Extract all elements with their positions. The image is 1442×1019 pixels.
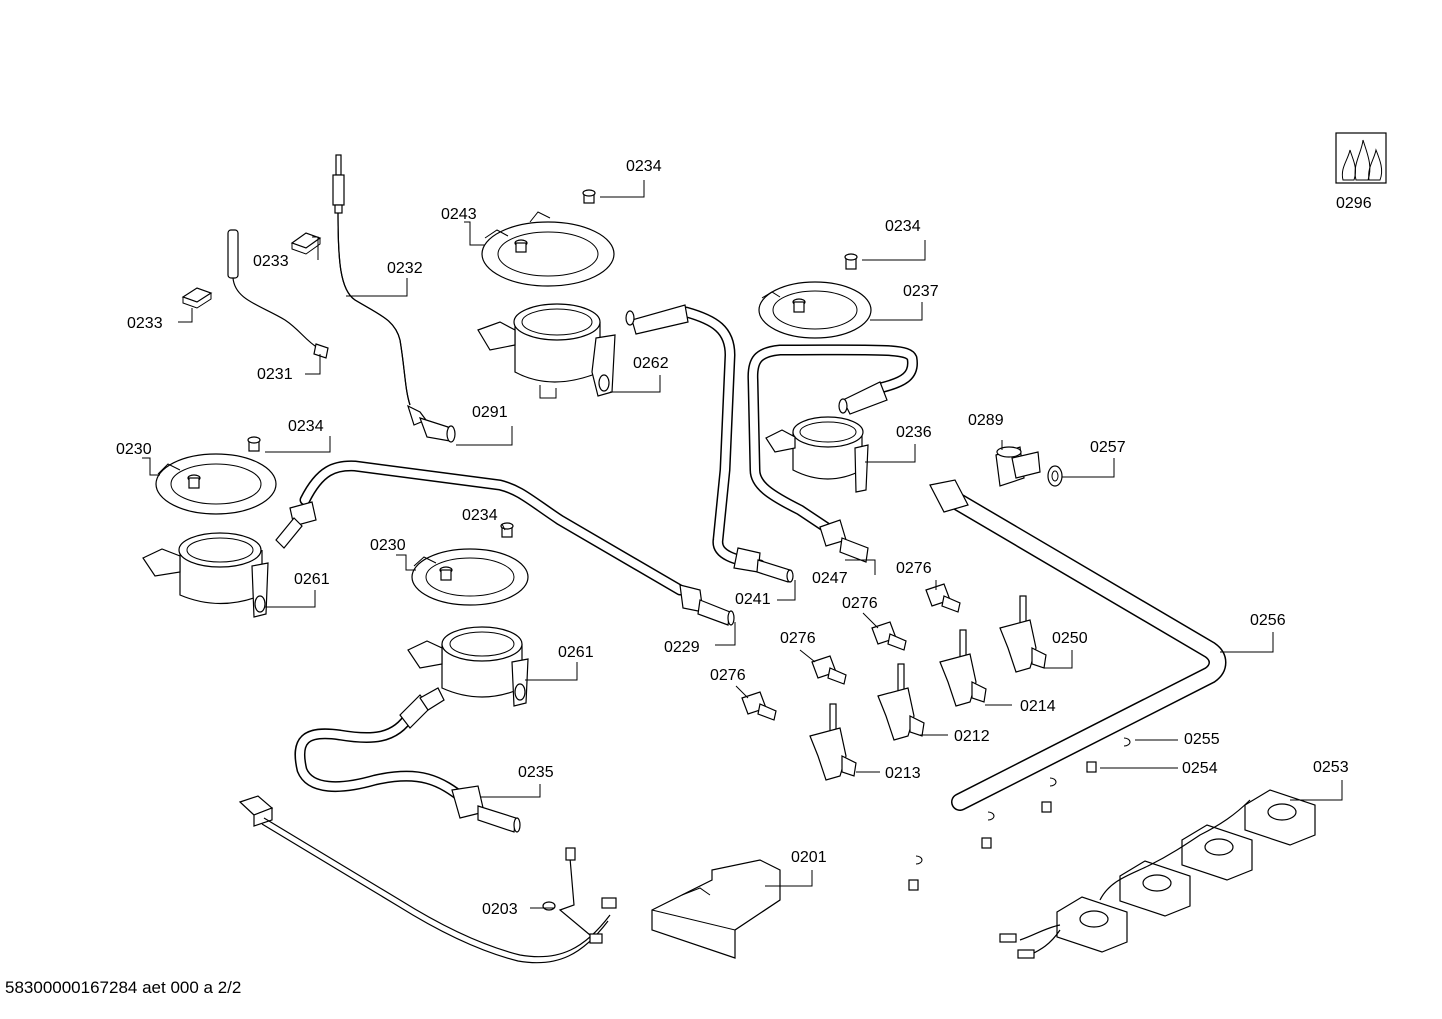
screw-0230-b <box>439 566 453 581</box>
label-0276-d: 0276 <box>710 667 746 684</box>
label-0230-a: 0230 <box>116 441 152 458</box>
gas-tube-0247 <box>747 344 918 563</box>
leader-lines <box>142 180 1343 909</box>
ignition-module-0201 <box>651 859 781 959</box>
connector-0291 <box>407 404 456 443</box>
clip-0255-group <box>915 737 1131 865</box>
label-0276-c: 0276 <box>780 630 816 647</box>
injector-0276-c <box>811 655 847 685</box>
label-0234-c: 0234 <box>288 418 324 435</box>
label-0234-d: 0234 <box>462 507 498 524</box>
gas-valve-0212 <box>877 663 925 741</box>
label-0232: 0232 <box>387 260 423 277</box>
label-0212: 0212 <box>954 728 990 745</box>
burner-cup-0261-a <box>142 532 269 618</box>
label-0236: 0236 <box>896 424 932 441</box>
gas-valve-0214 <box>939 629 987 707</box>
label-0261-a: 0261 <box>294 571 330 588</box>
washer-0257 <box>1047 465 1063 487</box>
label-0253: 0253 <box>1313 759 1349 776</box>
gas-tube-0229 <box>275 460 735 626</box>
label-0276-a: 0276 <box>896 560 932 577</box>
label-0201: 0201 <box>791 849 827 866</box>
label-0233-a: 0233 <box>253 253 289 270</box>
label-0254: 0254 <box>1182 760 1218 777</box>
label-0250: 0250 <box>1052 630 1088 647</box>
burner-ring-0230-b <box>411 548 529 606</box>
ignition-switch-block-0253 <box>999 789 1316 959</box>
gas-valve-0213 <box>809 703 857 781</box>
clip-0233-a <box>290 232 322 255</box>
label-0255: 0255 <box>1184 731 1220 748</box>
label-0243: 0243 <box>441 206 477 223</box>
label-0262: 0262 <box>633 355 669 372</box>
burner-ring-0237 <box>758 281 872 339</box>
flame-symbol-icon <box>1335 132 1387 184</box>
burner-cup-0236 <box>765 416 869 493</box>
screw-0234-c <box>247 436 261 452</box>
burner-ring-0243 <box>481 211 615 287</box>
injector-0276-b <box>871 621 907 651</box>
burner-cup-0262 <box>477 303 616 399</box>
label-0291: 0291 <box>472 404 508 421</box>
injector-0276-d <box>741 691 777 721</box>
label-0203: 0203 <box>482 901 518 918</box>
gas-tube-0235 <box>294 687 521 833</box>
label-0276-b: 0276 <box>842 595 878 612</box>
label-0235: 0235 <box>518 764 554 781</box>
gas-tube-0241 <box>625 304 794 583</box>
injector-0276-a <box>925 583 961 613</box>
elbow-fitting-0289 <box>995 446 1041 487</box>
burner-ring-0230-a <box>155 453 277 515</box>
screw-0243 <box>514 239 528 253</box>
label-0230-b: 0230 <box>370 537 406 554</box>
burner-cup-0261-b <box>407 626 529 707</box>
ignition-electrode-0231 <box>227 229 329 359</box>
label-0241: 0241 <box>735 591 771 608</box>
label-0213: 0213 <box>885 765 921 782</box>
label-0289: 0289 <box>968 412 1004 429</box>
label-0257: 0257 <box>1090 439 1126 456</box>
gas-valve-0250 <box>999 595 1047 673</box>
label-0256: 0256 <box>1250 612 1286 629</box>
gas-rail-0256 <box>929 479 1227 811</box>
screw-0230-a <box>187 474 201 489</box>
document-footer-code: 58300000167284 aet 000 a 2/2 <box>5 978 242 997</box>
label-0234-a: 0234 <box>626 158 662 175</box>
label-0237: 0237 <box>903 283 939 300</box>
label-0234-b: 0234 <box>885 218 921 235</box>
label-0247: 0247 <box>812 570 848 587</box>
label-0214: 0214 <box>1020 698 1056 715</box>
screw-0234-b <box>844 253 858 270</box>
spring-0254-group <box>908 761 1097 891</box>
label-0229: 0229 <box>664 639 700 656</box>
clip-0233-b <box>181 287 213 309</box>
label-0296: 0296 <box>1336 195 1372 212</box>
part-labels: 0296 0234 0243 0233 0232 0233 0231 0262 … <box>116 158 1372 918</box>
thermocouple-0232 <box>332 154 411 406</box>
label-0231: 0231 <box>257 366 293 383</box>
wiring-harness-0203 <box>238 795 617 964</box>
screw-0237 <box>792 298 806 313</box>
label-0233-b: 0233 <box>127 315 163 332</box>
label-0261-b: 0261 <box>558 644 594 661</box>
screw-0234-top <box>582 189 596 204</box>
